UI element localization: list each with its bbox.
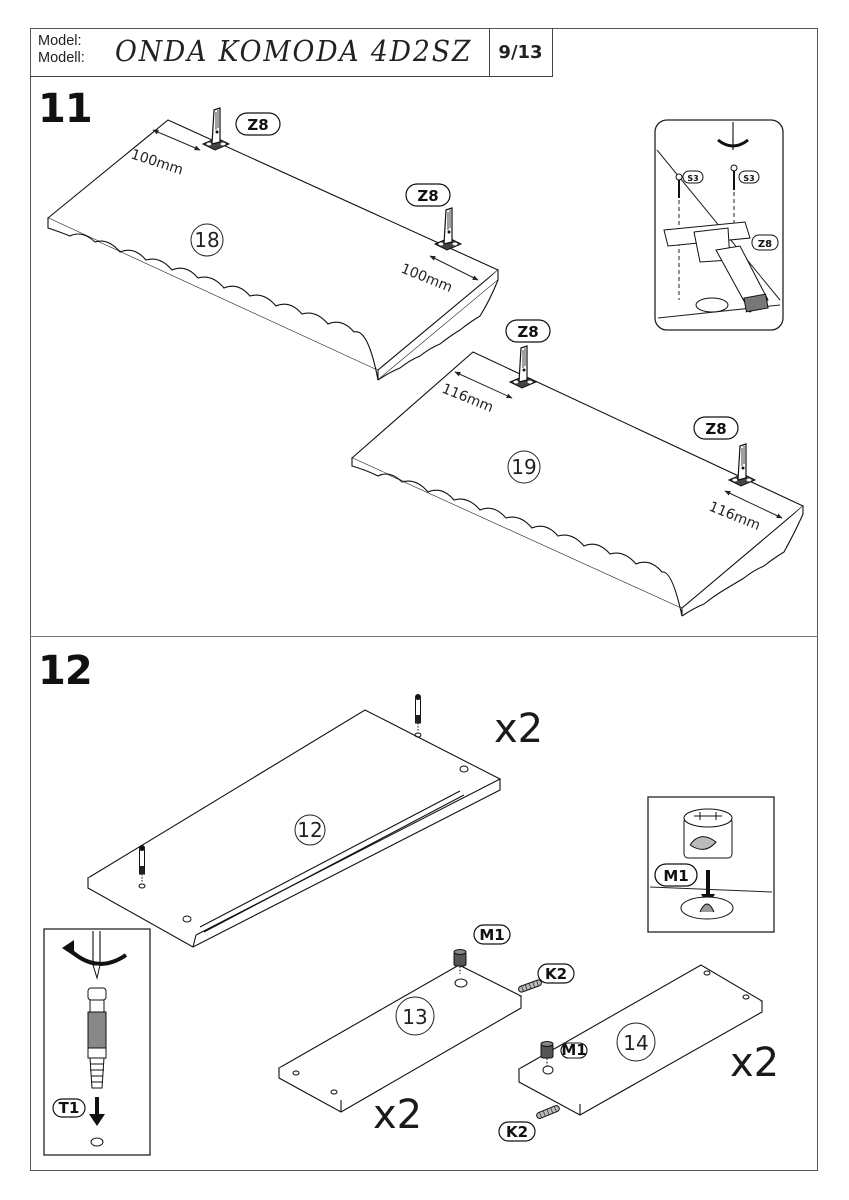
model-label-en: Model: (38, 33, 82, 49)
page-number: 9/13 (489, 28, 553, 77)
quantity-panel-12: x2 (494, 706, 544, 752)
t1-detail-inset: T1 (43, 928, 151, 1156)
model-name: ONDA KOMODA 4D2SZ (115, 34, 473, 68)
part-label-13: 13 (402, 1005, 427, 1029)
hole-icon (182, 915, 192, 923)
model-labels: Model: Modell: (38, 33, 85, 67)
screw-icon (675, 173, 683, 198)
model-label-de: Modell: (38, 50, 85, 66)
part-badge-18 (190, 223, 224, 257)
cam-hole-icon (542, 1065, 554, 1075)
svg-text:M1: M1 (561, 1041, 586, 1059)
fitting-tag-z8: Z8 (235, 112, 281, 136)
svg-text:Z8: Z8 (517, 323, 538, 341)
fitting-tag-m1: M1 (663, 867, 688, 885)
panel-12 (86, 709, 502, 948)
panel-18 (46, 119, 500, 381)
part-badge-19 (507, 450, 541, 484)
m1-detail-inset: M1 (647, 796, 775, 933)
part-label-14: 14 (623, 1031, 648, 1055)
screw-tag-s3: S3 (687, 174, 698, 183)
fitting-tag-t1: T1 (59, 1099, 80, 1117)
hinge-bracket-icon (202, 107, 230, 151)
page-number-text: 9/13 (498, 41, 543, 63)
fitting-tag-k2: K2 (498, 1121, 536, 1142)
rotate-arrow-icon (68, 948, 128, 966)
svg-text:M1: M1 (479, 926, 504, 944)
dimension-arrow (724, 490, 783, 519)
fitting-tag-z8: Z8 (693, 416, 739, 440)
svg-text:K2: K2 (545, 965, 567, 983)
cam-hole-icon (454, 978, 468, 988)
dowel-icon (535, 1104, 561, 1120)
part-badge-14 (616, 1022, 656, 1062)
fitting-tag-z8: Z8 (505, 319, 551, 343)
fitting-tag-z8: Z8 (758, 239, 772, 250)
screw-icon (730, 164, 738, 190)
fitting-tag-m1: M1 (473, 924, 511, 945)
dowel-bolt-icon (414, 693, 422, 738)
step-separator (30, 636, 818, 637)
panel-19 (350, 351, 805, 617)
dimension-arrow (429, 255, 479, 281)
hole-icon (459, 765, 469, 773)
hinge-bracket-icon (509, 345, 537, 389)
svg-text:K2: K2 (506, 1123, 528, 1141)
page-frame (30, 28, 818, 1171)
screw-tag-s3: S3 (743, 174, 754, 183)
dowel-icon (517, 978, 543, 994)
part-badge-13 (395, 996, 435, 1036)
svg-text:Z8: Z8 (247, 116, 268, 134)
step-number-12: 12 (38, 648, 93, 694)
fitting-tag-m1: M1 (560, 1041, 588, 1059)
part-badge-12 (294, 814, 326, 846)
rotate-arrow-icon (717, 138, 749, 148)
part-label-18: 18 (194, 228, 219, 252)
dimension-arrow (152, 129, 201, 151)
header-box (30, 28, 490, 77)
step-number-11: 11 (38, 86, 93, 132)
part-label-12: 12 (297, 818, 322, 842)
down-arrow-icon (89, 1114, 105, 1126)
quantity-panel-13: x2 (373, 1092, 423, 1138)
quantity-panel-14: x2 (730, 1040, 780, 1086)
svg-text:Z8: Z8 (705, 420, 726, 438)
svg-text:Z8: Z8 (417, 187, 438, 205)
dimension-arrow (454, 371, 513, 399)
hinge-bracket-icon (728, 443, 756, 487)
fitting-tag-k2: K2 (537, 963, 575, 984)
part-label-19: 19 (511, 455, 536, 479)
fitting-tag-z8: Z8 (405, 183, 451, 207)
hinge-bracket-icon (434, 207, 462, 251)
panel-13 (277, 964, 523, 1113)
hinge-detail-inset: S3 S3 Z8 (654, 119, 784, 331)
